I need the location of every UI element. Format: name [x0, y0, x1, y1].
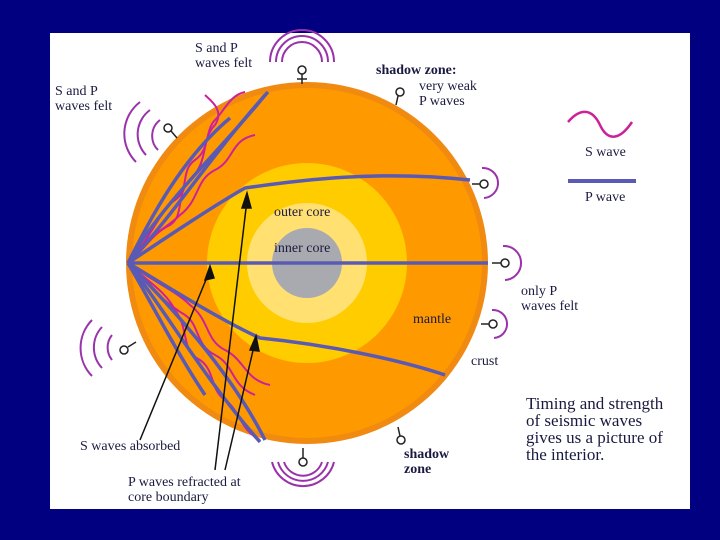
label-s-absorbed: S waves absorbed [80, 439, 181, 454]
station-bottom [271, 448, 335, 488]
label-s-wave: S wave [585, 145, 626, 160]
p-wave-paths [126, 90, 488, 444]
label-p-refracted: P waves refracted at core boundary [128, 475, 241, 505]
label-p-wave: P wave [585, 190, 626, 205]
station-right-middle [492, 244, 522, 281]
s-wave-legend-line [567, 110, 634, 138]
station-shadow-bottom [396, 426, 406, 445]
station-left-lower [79, 319, 137, 377]
label-only-p: only P waves felt [521, 284, 579, 314]
caption: Timing and strength of seismic waves giv… [526, 394, 664, 464]
station-shadow-top [395, 87, 405, 106]
label-sp-left: S and P waves felt [55, 84, 113, 114]
annotation-arrows [139, 190, 260, 471]
label-outer-core: outer core [274, 205, 331, 220]
station-right-lower [481, 308, 509, 339]
label-very-weak: very weak P waves [419, 79, 477, 109]
station-left-upper [123, 101, 178, 163]
label-inner-core: inner core [274, 241, 331, 256]
station-right-upper [472, 166, 500, 199]
label-sp-top: S and P waves felt [195, 41, 253, 71]
label-shadow-zone-bottom: shadow zone [404, 447, 450, 477]
label-shadow-zone-top: shadow zone: [376, 63, 457, 78]
label-crust: crust [471, 354, 499, 369]
station-top [269, 29, 335, 84]
label-mantle: mantle [413, 312, 452, 327]
